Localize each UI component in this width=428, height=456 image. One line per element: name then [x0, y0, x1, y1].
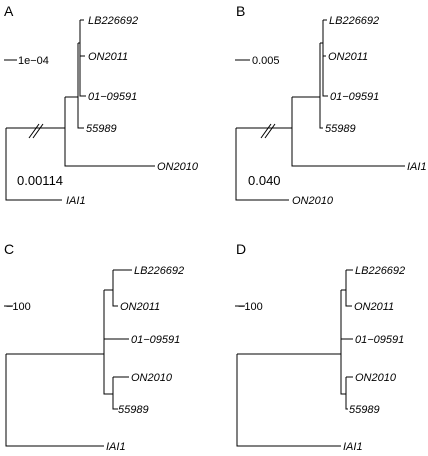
panel-a-tree-edges [5, 19, 155, 201]
panel-a-tip-label-5: ON2010 [157, 161, 199, 173]
panel-b-crown-node [319, 43, 323, 129]
panel-c-tree-edges [5, 269, 132, 447]
panel-d-root-edges [236, 354, 341, 447]
panel-d-tree-edges [236, 269, 353, 447]
panel-d-crown-node [340, 290, 346, 395]
panel-c-scale-bar-label: −100 [6, 301, 31, 313]
panel-a-branch-length-label: 0.00114 [17, 173, 63, 188]
panel-a-root-edges [5, 128, 62, 201]
panel-a-sub-node [79, 20, 86, 97]
panel-b-tip-label-2: ON2011 [328, 51, 368, 63]
panel-c-tip-label-6: IAI1 [106, 441, 126, 453]
panel-a-tip-label-6: IAI1 [66, 195, 86, 207]
panel-d-tip-label-4: ON2010 [355, 372, 397, 384]
panel-c-upper-pair [112, 270, 118, 307]
panel-a: A 1e−04 LB226692 ON2011 01−09591 55989 O… [4, 3, 199, 207]
panel-b-scale-bar-label: 0.005 [252, 55, 280, 67]
panel-c-crown-node [103, 290, 113, 395]
panel-b-root-edges [235, 128, 289, 201]
panel-a-scale-bar-label: 1e−04 [18, 55, 49, 67]
panel-b-tip-label-5: IAI1 [407, 161, 427, 173]
panel-d-upper-pair [345, 270, 352, 307]
panel-c-tip-label-3: 01−09591 [131, 334, 180, 346]
panel-b-break-mark-2 [264, 123, 276, 139]
panel-b-letter: B [236, 3, 245, 19]
panel-b-break-mark-1 [260, 123, 272, 139]
panel-d-tip-label-3: 01−09591 [355, 334, 404, 346]
panel-b-tip-label-4: 55989 [325, 123, 356, 135]
panel-a-tip-label-1: LB226692 [88, 15, 138, 27]
panel-a-break-mark-2 [32, 123, 44, 139]
panel-a-inner-clade [64, 97, 155, 167]
panel-c-tip-label-2: ON2011 [120, 301, 160, 313]
panel-c-root-edges [5, 354, 104, 447]
panel-b-tree-edges [235, 19, 405, 201]
panel-a-tip-label-2: ON2011 [88, 51, 128, 63]
panel-d-lower-pair [345, 377, 348, 410]
panel-c-lower-pair [112, 377, 118, 410]
panel-b-tip-label-3: 01−09591 [330, 91, 379, 103]
panel-d-scale-bar-label: −100 [238, 301, 263, 313]
panel-b-tip-label-6: ON2010 [292, 195, 334, 207]
panel-c: C −100 LB226692 ON2011 01−09591 ON2010 5… [4, 241, 184, 453]
panel-a-tip-label-4: 55989 [86, 123, 117, 135]
panel-c-tip-label-5: 55989 [118, 404, 149, 416]
panel-a-letter: A [4, 3, 14, 19]
panel-c-tip-label-1: LB226692 [134, 265, 184, 277]
panel-b-inner-clade [291, 97, 405, 167]
panel-a-crown-node [77, 43, 84, 129]
panel-d-tip-label-6: IAI1 [343, 441, 363, 453]
panel-a-tip-label-3: 01−09591 [88, 91, 137, 103]
panel-d-letter: D [236, 241, 246, 257]
panel-d-tip-label-5: 55989 [349, 404, 380, 416]
panel-d-tip-label-1: LB226692 [355, 265, 405, 277]
panel-d: D −100 LB226692 ON2011 01−09591 ON2010 5… [235, 241, 405, 453]
panel-c-letter: C [4, 241, 14, 257]
panel-d-tip-label-2: ON2011 [354, 301, 394, 313]
panel-b-branch-length-label: 0.040 [248, 173, 281, 188]
panel-b: B 0.005 LB226692 ON2011 01−09591 55989 I… [235, 3, 427, 207]
panel-b-tip-label-1: LB226692 [329, 15, 379, 27]
panel-a-break-mark-1 [28, 123, 40, 139]
panel-b-sub-node [322, 20, 328, 97]
panel-c-tip-label-4: ON2010 [131, 372, 173, 384]
